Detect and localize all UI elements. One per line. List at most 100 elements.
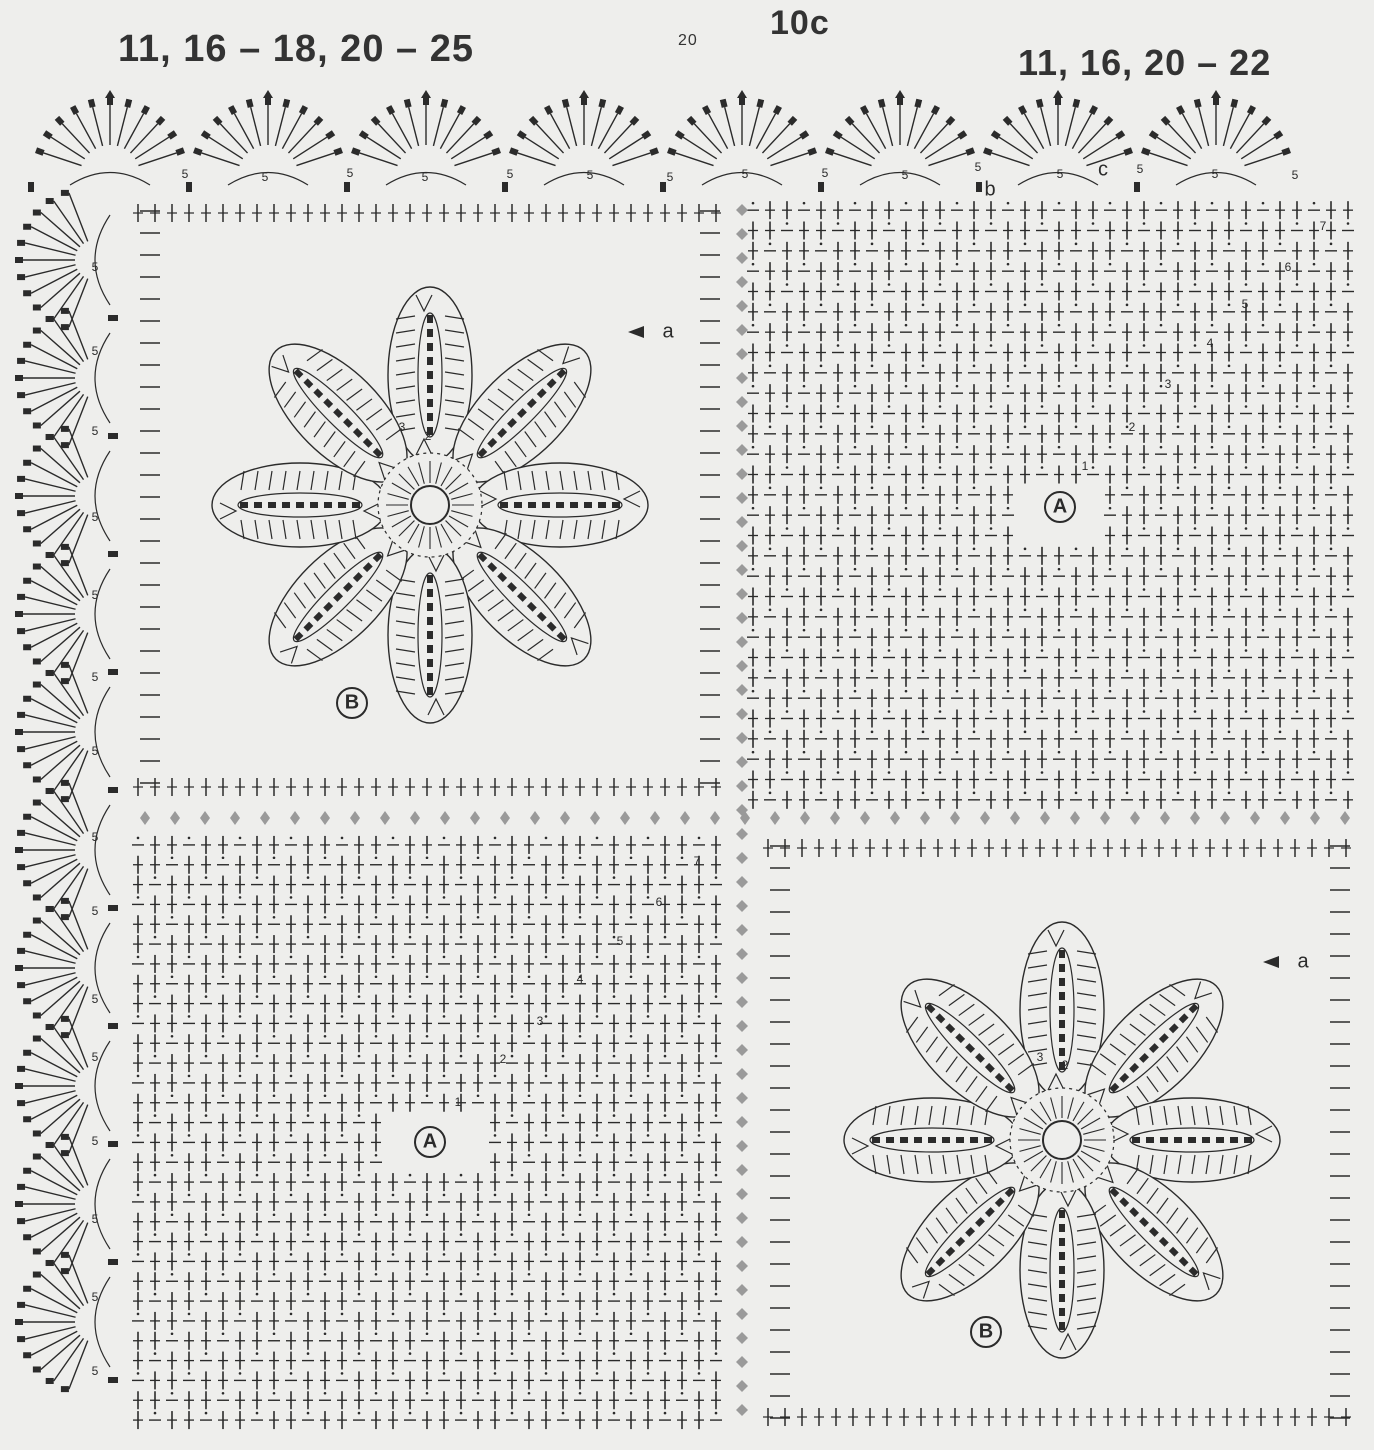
chain-dot: [375, 916, 378, 919]
picot: [17, 982, 25, 988]
fan-stitch: [293, 137, 327, 159]
picot: [702, 105, 711, 115]
fan-stitch: [25, 243, 76, 255]
chain-dot: [1211, 385, 1214, 388]
chain-dot: [664, 936, 667, 939]
chain-dot: [888, 405, 891, 408]
chain-dot: [443, 1194, 446, 1197]
chain-dot: [647, 1313, 650, 1316]
picot: [991, 130, 1001, 139]
chain-dot: [273, 1154, 276, 1157]
chain-dot: [137, 1372, 140, 1375]
chain-dot: [837, 649, 840, 652]
chain-dot: [494, 1372, 497, 1375]
picot: [70, 105, 79, 115]
chain-dot: [460, 936, 463, 939]
chain-dot: [154, 1412, 157, 1415]
picot: [17, 1336, 25, 1342]
chain-dot: [1228, 426, 1231, 429]
chain-dot: [239, 956, 242, 959]
fan-stitch: [1078, 124, 1105, 153]
chain-dot: [1075, 609, 1078, 612]
fan-stitch: [1182, 114, 1201, 149]
chain-dot: [786, 588, 789, 591]
picot: [491, 147, 501, 155]
chain-post: [108, 1259, 118, 1265]
chain-dot: [307, 936, 310, 939]
picot: [509, 147, 519, 155]
chain-post: [660, 182, 666, 192]
fan-stitch: [925, 137, 959, 159]
chain-dot: [871, 304, 874, 307]
chain-dot: [188, 896, 191, 899]
chain-dot: [990, 466, 993, 469]
fan-stitch: [694, 124, 721, 153]
chain-dot: [1007, 751, 1010, 754]
chain-dot: [715, 876, 718, 879]
chain-dot: [409, 876, 412, 879]
fan-stitch: [367, 137, 401, 159]
picot-tip: [1211, 90, 1221, 98]
chain-dot: [222, 916, 225, 919]
chain-dot: [939, 527, 942, 530]
chain-dot: [1126, 548, 1129, 551]
chain-dot: [426, 1392, 429, 1395]
chain-dot: [698, 1313, 701, 1316]
chain-dot: [426, 975, 429, 978]
fan-stitch: [62, 124, 89, 153]
chain-dot: [837, 283, 840, 286]
picot: [23, 1168, 31, 1174]
fan-stitch: [451, 137, 485, 159]
chain-dot: [1313, 202, 1316, 205]
chain-dot: [358, 1174, 361, 1177]
chain-dot: [1160, 263, 1163, 266]
chain-dot: [715, 995, 718, 998]
chain-dot: [137, 837, 140, 840]
chain-dot: [562, 995, 565, 998]
chain-dot: [888, 649, 891, 652]
chain-dot: [562, 1055, 565, 1058]
chain-dot: [494, 1313, 497, 1316]
chain-dot: [715, 1055, 718, 1058]
chain-dot: [1058, 568, 1061, 571]
chain-dot: [769, 670, 772, 673]
chain-dot: [939, 771, 942, 774]
fan-stitch: [25, 383, 76, 395]
picot: [386, 105, 395, 115]
chain-dot: [426, 1035, 429, 1038]
fan-stitch: [883, 107, 893, 146]
chain-dot: [769, 243, 772, 246]
chain-dot: [307, 1293, 310, 1296]
chain-dot: [1041, 405, 1044, 408]
picot: [1055, 97, 1061, 105]
picot: [17, 476, 25, 482]
chain-dot: [1160, 568, 1163, 571]
fan-stitch: [1168, 124, 1195, 153]
chain-dot: [786, 344, 789, 347]
picot: [46, 788, 54, 794]
picot: [17, 1302, 25, 1308]
chain-dot: [477, 856, 480, 859]
chain-dot: [1092, 588, 1095, 591]
chain-dot: [171, 1392, 174, 1395]
picot: [17, 1066, 25, 1072]
chain-dot: [803, 202, 806, 205]
chain-dot: [769, 365, 772, 368]
chain-dot: [290, 1372, 293, 1375]
chain-dot: [715, 936, 718, 939]
fan-stitch: [550, 114, 569, 149]
chain-dot: [256, 1174, 259, 1177]
chain-dot: [154, 995, 157, 998]
chain-dot: [341, 1372, 344, 1375]
chain-dot: [786, 649, 789, 652]
fan-stitch: [992, 153, 1030, 166]
chain-dot: [803, 690, 806, 693]
chain-dot: [205, 1055, 208, 1058]
chain-dot: [256, 1114, 259, 1117]
picot: [61, 1386, 69, 1392]
picot: [965, 147, 975, 155]
chain-dot: [290, 896, 293, 899]
chain-dot: [990, 649, 993, 652]
chain-dot: [854, 385, 857, 388]
chain-dot: [596, 837, 599, 840]
